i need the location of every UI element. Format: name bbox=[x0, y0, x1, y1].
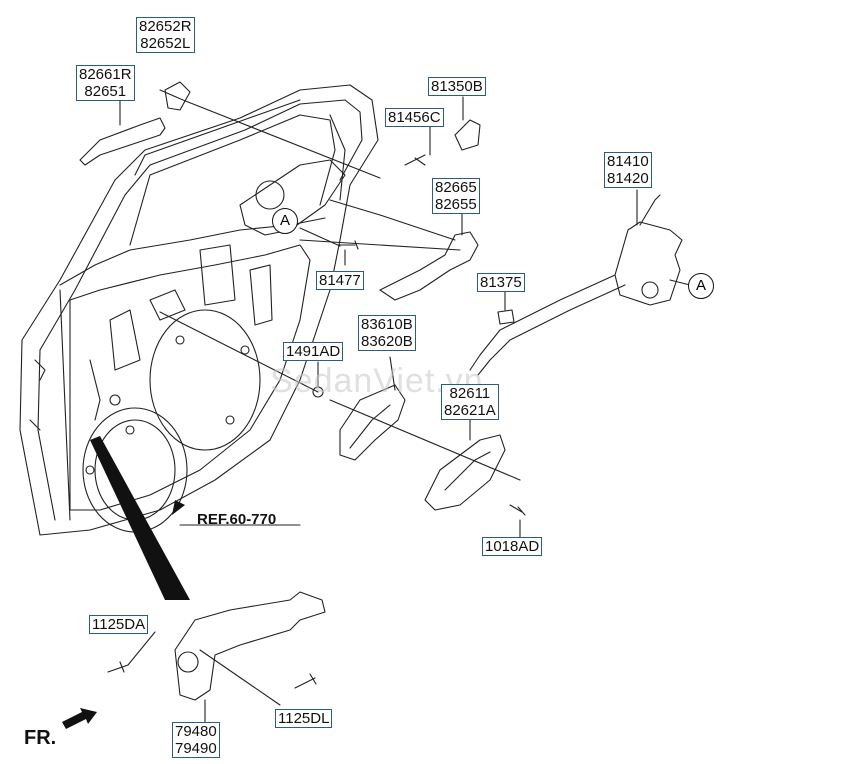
cable-bracket bbox=[454, 119, 481, 151]
inside-handle-housing bbox=[339, 384, 406, 461]
circle-ref-a-door: A bbox=[272, 208, 298, 234]
part-label-81456: 81456C bbox=[385, 108, 444, 127]
front-arrow bbox=[62, 708, 97, 729]
handle-cover bbox=[164, 81, 191, 111]
part-label-1125da: 1125DA bbox=[89, 615, 149, 634]
circle-ref-a-latch: A bbox=[688, 273, 714, 299]
part-label-1491: 1491AD bbox=[283, 342, 344, 361]
door-checker bbox=[174, 591, 326, 701]
front-indicator: FR. bbox=[24, 727, 57, 749]
inside-handle bbox=[424, 434, 506, 511]
reference-note: REF.60-770 bbox=[197, 511, 277, 528]
outside-handle bbox=[79, 117, 166, 166]
door-latch bbox=[614, 221, 683, 306]
part-label-81375: 81375 bbox=[477, 273, 525, 292]
part-label-1125dl: 1125DL bbox=[275, 709, 333, 728]
handle-bracket bbox=[379, 231, 479, 301]
checker-arrow bbox=[90, 436, 190, 600]
part-label-1018: 1018AD bbox=[482, 537, 543, 556]
door-frame-outline bbox=[19, 84, 379, 536]
part-label-81350: 81350B bbox=[428, 77, 486, 96]
part-label-81477: 81477 bbox=[316, 271, 364, 290]
